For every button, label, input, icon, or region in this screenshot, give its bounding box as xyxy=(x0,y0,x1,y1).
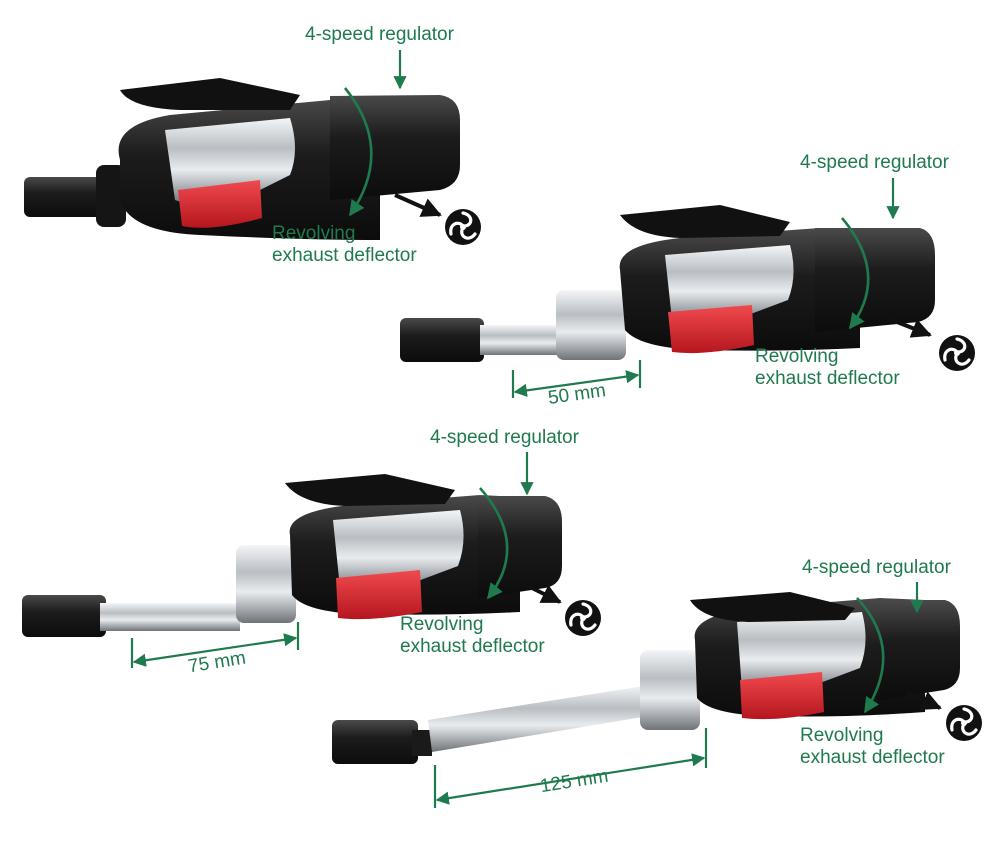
tool-4-grinder xyxy=(332,592,960,764)
tool-2-grinder xyxy=(400,205,935,362)
exhaust-swirl-icon xyxy=(563,598,603,638)
speed-regulator-label: 4-speed regulator xyxy=(430,427,579,448)
exhaust-label-line2: exhaust deflector xyxy=(800,747,945,768)
exhaust-arrows xyxy=(394,193,942,710)
exhaust-label-line2: exhaust deflector xyxy=(755,368,900,389)
exhaust-swirl-icon xyxy=(443,207,483,247)
exhaust-label-line1: Revolving xyxy=(400,614,484,635)
tool-3-grinder xyxy=(22,474,562,637)
exhaust-label-line1: Revolving xyxy=(800,725,884,746)
tool-1-grinder xyxy=(24,78,460,240)
speed-regulator-label: 4-speed regulator xyxy=(800,152,949,173)
exhaust-label-line2: exhaust deflector xyxy=(272,245,417,266)
exhaust-swirl-icon xyxy=(944,703,984,743)
speed-regulator-label: 4-speed regulator xyxy=(305,24,454,45)
exhaust-label-line1: Revolving xyxy=(755,346,839,367)
exhaust-label-line2: exhaust deflector xyxy=(400,636,545,657)
speed-arrows xyxy=(393,50,924,614)
exhaust-swirl-icon xyxy=(937,333,977,373)
rotation-arrows xyxy=(343,87,885,714)
speed-regulator-label: 4-speed regulator xyxy=(802,557,951,578)
exhaust-label-line1: Revolving xyxy=(272,223,356,244)
measure-lines xyxy=(130,360,708,808)
